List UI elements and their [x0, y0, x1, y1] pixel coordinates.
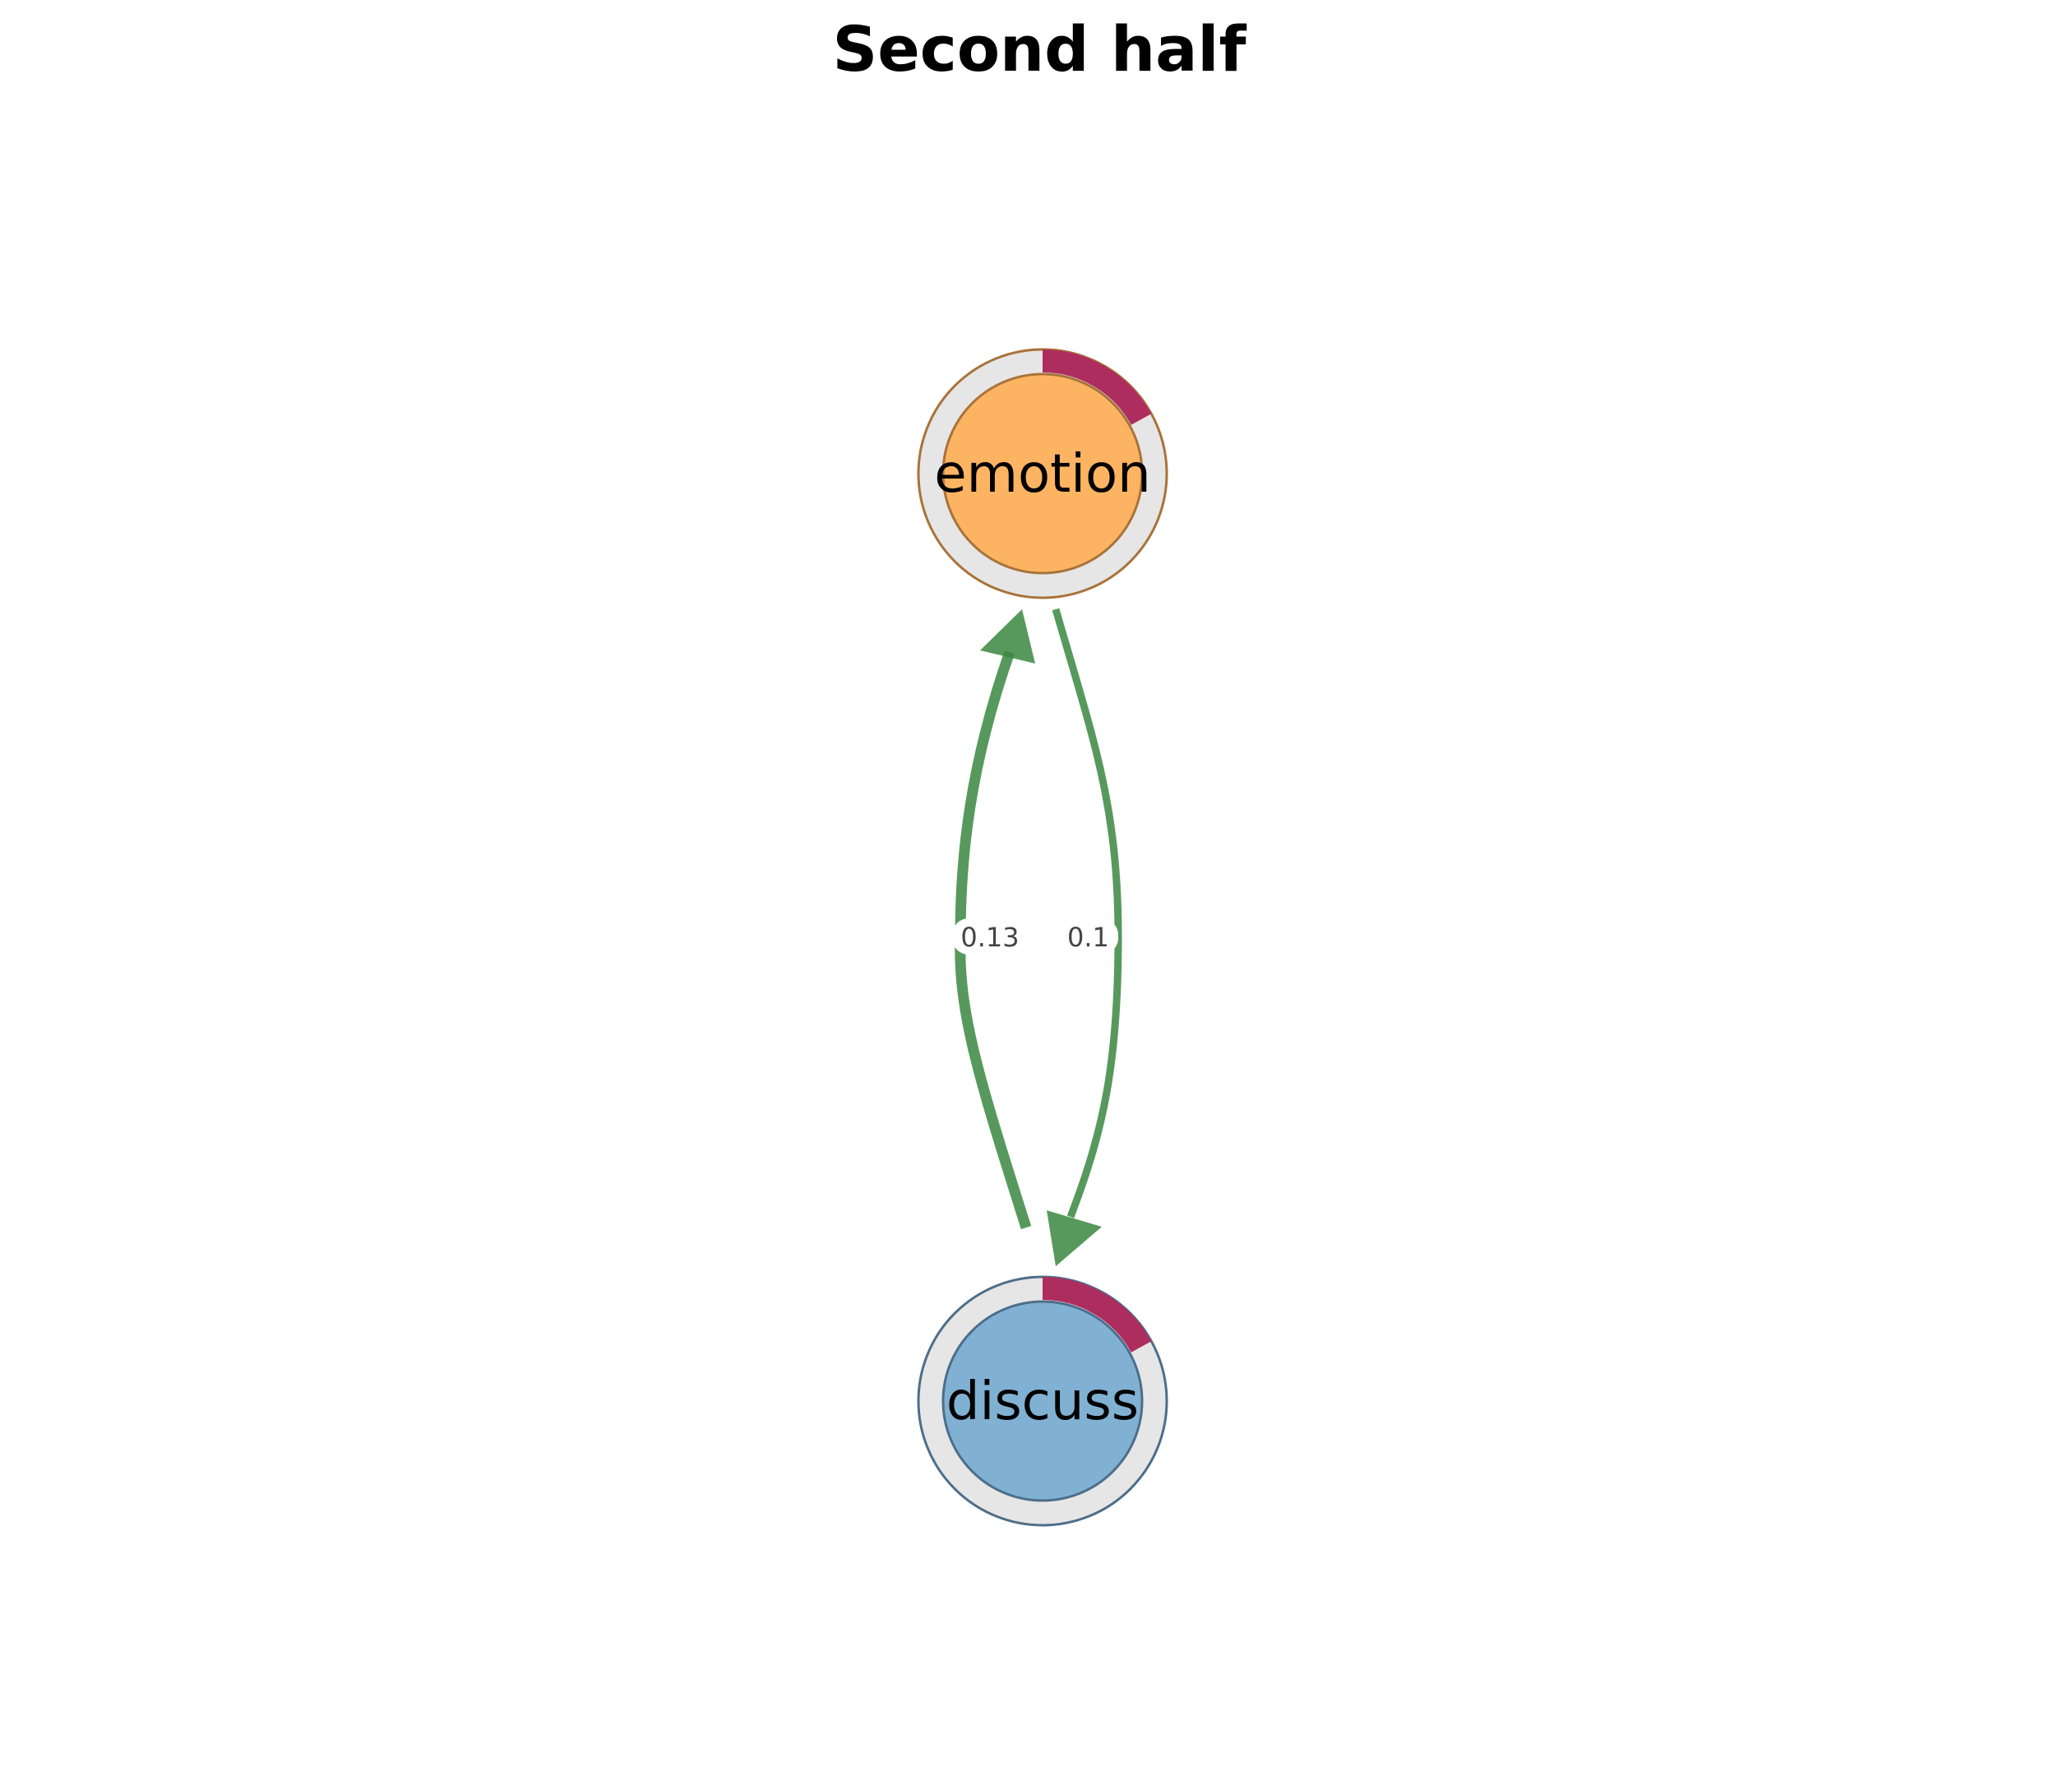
- node-progress-arc: [1042, 1277, 1152, 1353]
- edge-arrowhead: [1047, 1210, 1102, 1266]
- edge-arrowhead: [980, 609, 1035, 664]
- node-progress-arc: [1042, 349, 1152, 426]
- edge-emotion-to-discuss[interactable]: 0.1: [1047, 608, 1122, 1266]
- edge-line: [1052, 608, 1122, 1219]
- edge-discuss-to-emotion[interactable]: 0.13: [952, 609, 1035, 1229]
- edge-label: 0.13: [960, 922, 1019, 953]
- node-emotion[interactable]: emotion: [917, 348, 1168, 599]
- node-circle: [941, 372, 1144, 575]
- node-circle: [941, 1300, 1144, 1502]
- edge-label-bg: [1066, 918, 1118, 955]
- edge-label-bg: [952, 918, 1011, 955]
- node-discuss[interactable]: discuss: [917, 1275, 1168, 1527]
- node-label: emotion: [934, 444, 1150, 505]
- diagram-title: Second half: [832, 12, 1246, 86]
- node-label: discuss: [946, 1371, 1139, 1432]
- edge-label: 0.1: [1067, 922, 1109, 953]
